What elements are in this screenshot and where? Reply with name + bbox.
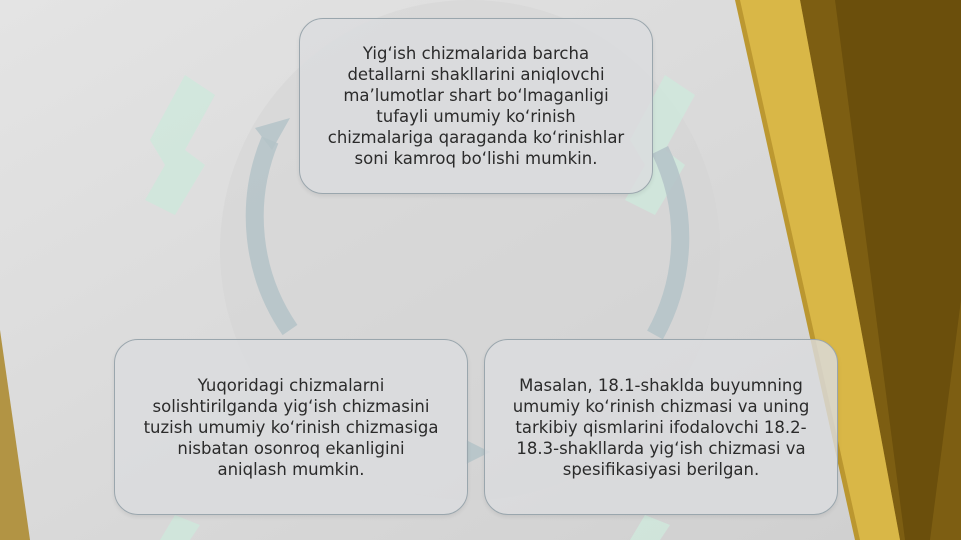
cycle-node-top: Yig‘ish chizmalarida barcha detallarni s… <box>299 18 653 194</box>
cycle-node-left: Yuqoridagi chizmalarni solishtirilganda … <box>114 339 468 515</box>
watermark-logo-bottom-right <box>630 515 670 540</box>
gold-band-shadow <box>835 0 961 540</box>
cycle-arrowhead-left <box>255 118 290 150</box>
gold-corner-left <box>0 330 30 540</box>
cycle-arrowhead-bottom <box>466 440 490 464</box>
cycle-arrow-left <box>245 136 298 336</box>
watermark-logo-bottom-left <box>160 515 200 540</box>
cycle-arrow-right <box>647 146 690 340</box>
gold-band-highlight <box>740 0 900 540</box>
cycle-node-right: Masalan, 18.1-shaklda buyumning umumiy k… <box>484 339 838 515</box>
watermark-logo-left <box>145 75 215 215</box>
